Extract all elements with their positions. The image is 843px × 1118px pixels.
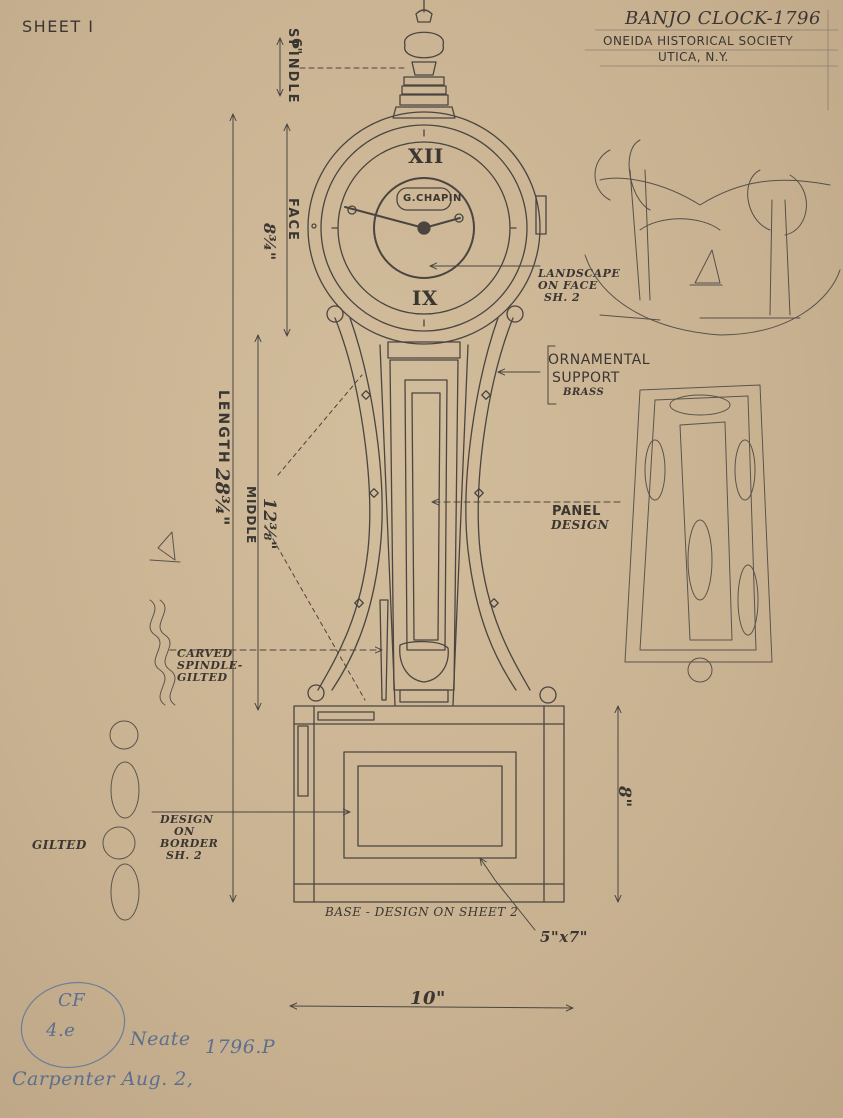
numeral-top: XII	[408, 144, 444, 168]
stamp-oval	[20, 981, 126, 1069]
landscape-vignette	[584, 139, 841, 336]
landscape-note-2: ON FACE	[538, 279, 598, 292]
border-note-2: ON	[174, 825, 195, 838]
middle-label: MIDDLE	[244, 486, 258, 545]
panel-size: 5"x7"	[540, 928, 588, 946]
border-note-4: SH. 2	[166, 849, 203, 862]
face-value: 8¾"	[260, 223, 279, 261]
length-label: LENGTH	[215, 390, 231, 465]
ornamental-supports	[307, 305, 557, 704]
face-label: FACE	[285, 198, 300, 242]
gilted-note: GILTED	[32, 838, 87, 852]
carved-note-1: CARVED	[177, 647, 233, 660]
spindle-label: SPINDLE	[285, 28, 300, 105]
panel-design-sketch	[624, 384, 773, 683]
stamp-note-3: Carpenter Aug. 2,	[12, 1068, 194, 1090]
maker-name: G.CHAPIN	[403, 193, 462, 204]
carved-note-2: SPINDLE-	[177, 659, 243, 672]
stamp-note-2: 1796.P	[205, 1036, 276, 1058]
landscape-note-1: LANDSCAPE	[538, 267, 621, 280]
throat	[379, 341, 469, 706]
stamp-note-1: Neate	[130, 1028, 191, 1050]
border-note-3: BORDER	[160, 837, 219, 850]
carved-note-3: GILTED	[177, 671, 228, 684]
clock-head	[307, 111, 547, 345]
finial	[392, 0, 456, 119]
length-value: 28¾"	[211, 468, 233, 527]
support-note-2: SUPPORT	[552, 370, 620, 386]
stamp-code-2: 4.e	[46, 1020, 76, 1041]
base-box	[293, 705, 565, 903]
border-note-1: DESIGN	[160, 813, 214, 826]
panel-note-1: PANEL	[552, 504, 601, 519]
stamp-code-1: CF	[58, 990, 86, 1011]
sheet-label: SHEET I	[22, 17, 95, 36]
numeral-bottom: IX	[412, 286, 438, 310]
base-note: BASE - DESIGN ON SHEET 2	[325, 905, 519, 919]
support-note-1: ORNAMENTAL	[548, 352, 651, 368]
panel-note-2: DESIGN	[551, 518, 610, 532]
base-width: 10"	[410, 988, 446, 1009]
title-line-2: ONEIDA HISTORICAL SOCIETY	[603, 34, 794, 48]
base-height: 8"	[614, 786, 634, 808]
title-line-1: BANJO CLOCK-1796	[625, 8, 821, 29]
middle-value: 12⅜"	[259, 498, 279, 551]
title-line-3: UTICA, N.Y.	[658, 50, 729, 64]
leader-lines	[151, 266, 621, 931]
landscape-note-3: SH. 2	[544, 291, 581, 304]
title-rules	[584, 9, 839, 111]
dimension-lines	[233, 37, 618, 1008]
spindle-sketch	[102, 531, 181, 921]
support-note-3: BRASS	[563, 387, 605, 398]
